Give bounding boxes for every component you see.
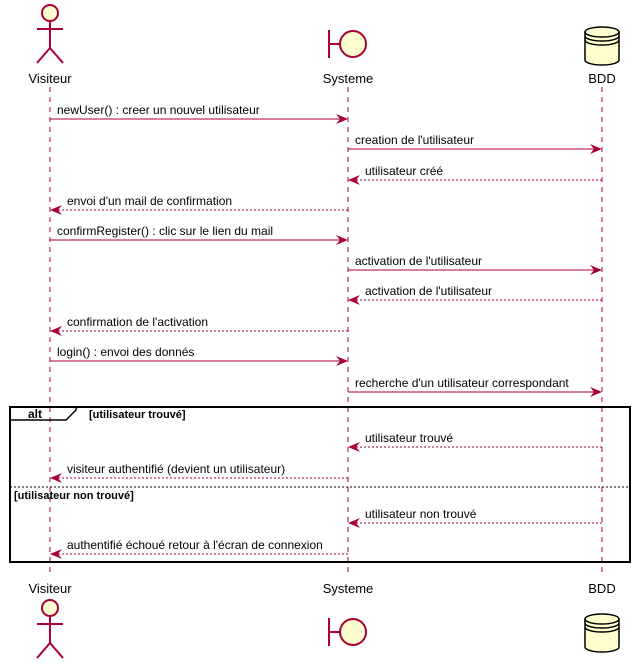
database-icon — [584, 26, 620, 66]
alt-fragment: alt [utilisateur trouvé] [utilisateur non … — [9, 406, 631, 563]
message-label: activation de l'utilisateur — [365, 284, 492, 298]
participant-label: BDD — [588, 71, 615, 86]
participant-label: Visiteur — [28, 581, 72, 596]
message-1: newUser() : creer un nouvel utilisateur — [50, 103, 348, 124]
message-label: utilisateur trouvé — [365, 431, 453, 445]
participant-systeme-bottom: Systeme — [323, 581, 374, 646]
message-label: authentifié échoué retour à l'écran de c… — [67, 538, 323, 552]
message-label: recherche d'un utilisateur correspondant — [355, 376, 569, 390]
message-label: creation de l'utilisateur — [355, 133, 474, 147]
message-label: activation de l'utilisateur — [355, 254, 482, 268]
participant-label: BDD — [588, 581, 615, 596]
participant-label: Visiteur — [28, 71, 72, 86]
participant-visiteur-top: Visiteur — [28, 4, 72, 86]
participant-systeme-top: Systeme — [323, 30, 374, 86]
message-12: visiteur authentifié (devient un utilisa… — [50, 462, 348, 483]
message-8: confirmation de l'activation — [50, 315, 348, 336]
message-7: activation de l'utilisateur — [348, 284, 602, 305]
actor-icon — [36, 4, 64, 64]
message-4: envoi d'un mail de confirmation — [50, 194, 348, 215]
message-label: confirmation de l'activation — [67, 315, 208, 329]
message-label: newUser() : creer un nouvel utilisateur — [57, 103, 260, 117]
message-label: utilisateur non trouvé — [365, 507, 477, 521]
message-2: creation de l'utilisateur — [348, 133, 602, 154]
message-13: utilisateur non trouvé — [348, 507, 602, 528]
fragment-condition: [utilisateur trouvé] — [89, 409, 186, 421]
fragment-else-condition: [utilisateur non trouvé] — [14, 490, 134, 502]
boundary-icon — [328, 30, 367, 58]
message-label: utilisateur créé — [365, 164, 443, 178]
message-6: activation de l'utilisateur — [348, 254, 602, 275]
message-10: recherche d'un utilisateur correspondant — [348, 376, 602, 397]
message-14: authentifié échoué retour à l'écran de c… — [50, 538, 348, 559]
fragment-keyword: alt — [28, 407, 42, 421]
participant-label: Systeme — [323, 581, 374, 596]
boundary-icon — [328, 618, 367, 646]
message-label: login() : envoi des donnés — [57, 345, 194, 359]
message-5: confirmRegister() : clic sur le lien du … — [50, 224, 348, 245]
participant-label: Systeme — [323, 71, 374, 86]
message-9: login() : envoi des donnés — [50, 345, 348, 366]
fragment-tab — [10, 407, 77, 421]
participant-bdd-bottom: BDD — [584, 581, 620, 653]
message-label: envoi d'un mail de confirmation — [67, 194, 232, 208]
message-11: utilisateur trouvé — [348, 431, 602, 452]
participant-visiteur-bottom: Visiteur — [28, 581, 72, 659]
database-icon — [584, 613, 620, 653]
message-label: visiteur authentifié (devient un utilisa… — [67, 462, 285, 476]
actor-icon — [36, 599, 64, 659]
participant-bdd-top: BDD — [584, 26, 620, 86]
message-3: utilisateur créé — [348, 164, 602, 185]
message-label: confirmRegister() : clic sur le lien du … — [57, 224, 273, 238]
